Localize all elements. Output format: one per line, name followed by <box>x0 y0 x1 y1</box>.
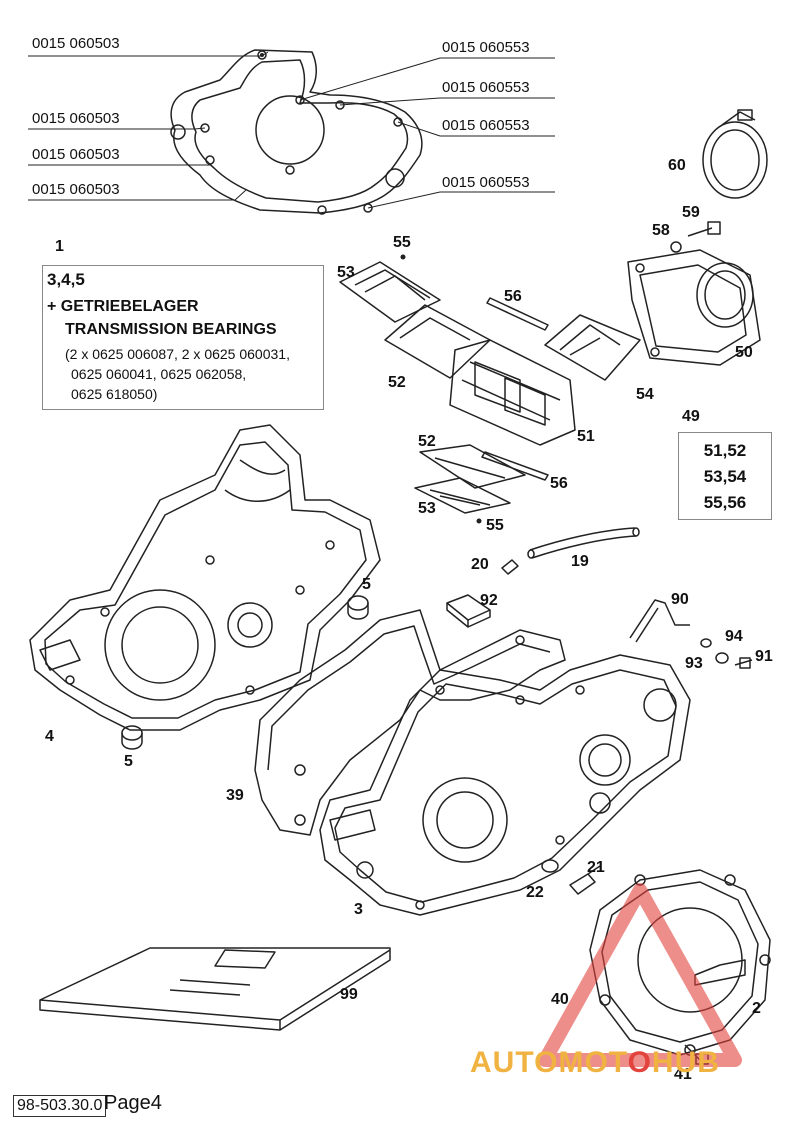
part-label: 90 <box>671 591 689 608</box>
part-label: 40 <box>551 991 569 1008</box>
crankcase-left-4 <box>29 424 381 731</box>
note-line: 0625 060041, 0625 062058, <box>71 366 247 382</box>
note-line: + GETRIEBELAGER <box>47 298 199 315</box>
crankcase-right-3 <box>319 654 691 916</box>
plug-21 <box>569 865 601 895</box>
part-label: 99 <box>340 986 358 1003</box>
watermark-text: AUTOMOTOHUB <box>470 1046 720 1080</box>
kit-box: 51,52 53,54 55,56 <box>678 432 772 520</box>
kit-line: 55,56 <box>703 493 747 512</box>
part-label: 92 <box>480 592 498 609</box>
part-label: 52 <box>418 433 436 450</box>
part-label: 55 <box>393 234 411 251</box>
part-label: 55 <box>486 517 504 534</box>
part-label: 50 <box>735 344 753 361</box>
reed-plate-52-upper <box>384 304 491 379</box>
washer-58 <box>670 241 682 253</box>
part-label: 19 <box>571 553 589 570</box>
breather-90 <box>629 599 690 643</box>
kit-line: 53,54 <box>703 467 747 486</box>
bolt-59 <box>687 221 721 237</box>
reed-petals-53-upper <box>339 261 441 323</box>
part-label: 5 <box>124 753 133 770</box>
gasket-ref-mid-left-1: 0015 060503 <box>32 110 120 127</box>
watermark-part: AUTOMOT <box>470 1046 628 1079</box>
part-label: 54 <box>636 386 654 403</box>
hose-clamp-60 <box>702 109 768 199</box>
washer-93 <box>700 638 712 648</box>
document-code: 98-503.30.0 <box>13 1095 107 1117</box>
gasket-ref-mid-left-2: 0015 060503 <box>32 146 120 163</box>
part-label: 56 <box>550 475 568 492</box>
watermark-triangle <box>538 883 742 1067</box>
reed-stopper-56-lower <box>481 451 549 481</box>
part-label: 53 <box>337 264 355 281</box>
part-label: 94 <box>725 628 743 645</box>
watermark-part: O <box>627 1046 652 1079</box>
note-line: 0625 618050) <box>71 386 158 402</box>
bolt-91 <box>734 657 753 669</box>
item-1-label: 1 <box>55 238 64 255</box>
kit-line: 51,52 <box>703 441 747 460</box>
part-label: 59 <box>682 204 700 221</box>
note-line: (2 x 0625 006087, 2 x 0625 060031, <box>65 346 290 362</box>
part-label: 58 <box>652 222 670 239</box>
gasket-ref-top-left: 0015 060503 <box>32 35 120 52</box>
item-49-label: 49 <box>682 408 700 425</box>
reed-petals-53-lower <box>414 477 511 514</box>
fitting-20 <box>501 559 519 575</box>
note-line: TRANSMISSION BEARINGS <box>65 321 277 338</box>
part-label: 93 <box>685 655 703 672</box>
reed-stopper-56-upper <box>486 297 549 331</box>
clutch-cover-2 <box>589 869 771 1056</box>
reed-valve-51 <box>449 339 576 446</box>
note-box: 3,4,5 + GETRIEBELAGER TRANSMISSION BEARI… <box>42 265 324 410</box>
page-label: Page4 <box>104 1092 162 1114</box>
washer-22 <box>541 859 559 873</box>
part-label: 2 <box>752 1000 761 1017</box>
note-line: 3,4,5 <box>47 270 85 289</box>
part-label: 51 <box>577 428 595 445</box>
part-label: 39 <box>226 787 244 804</box>
part-label: 56 <box>504 288 522 305</box>
center-gasket-39 <box>254 609 566 836</box>
intake-flange-50 <box>627 249 761 366</box>
spacer-54 <box>544 314 641 381</box>
part-label: 22 <box>526 884 544 901</box>
part-label: 20 <box>471 556 489 573</box>
top-gasket <box>170 49 423 215</box>
part-label: 4 <box>45 728 54 745</box>
part-label: 21 <box>587 859 605 876</box>
part-92 <box>446 594 491 628</box>
gasket-ref-top-right-4: 0015 060553 <box>442 174 530 191</box>
reed-plate-52-lower <box>419 444 526 489</box>
manual-99 <box>39 947 391 1031</box>
part-label: 52 <box>388 374 406 391</box>
gasket-ref-bottom-left: 0015 060503 <box>32 181 120 198</box>
vent-hose-19 <box>527 527 640 559</box>
part-label: 41 <box>674 1066 692 1083</box>
part-label: 60 <box>668 157 686 174</box>
gasket-ref-top-right-2: 0015 060553 <box>442 79 530 96</box>
part-label: 5 <box>362 576 371 593</box>
gasket-ref-top-right-3: 0015 060553 <box>442 117 530 134</box>
watermark-part: HUB <box>651 1046 720 1079</box>
part-label: 53 <box>418 500 436 517</box>
bearing-5-lower <box>121 725 143 750</box>
part-label: 91 <box>755 648 773 665</box>
washer-94 <box>715 652 729 664</box>
part-label: 3 <box>354 901 363 918</box>
bearing-5-upper <box>347 595 369 620</box>
gasket-ref-top-right-1: 0015 060553 <box>442 39 530 56</box>
